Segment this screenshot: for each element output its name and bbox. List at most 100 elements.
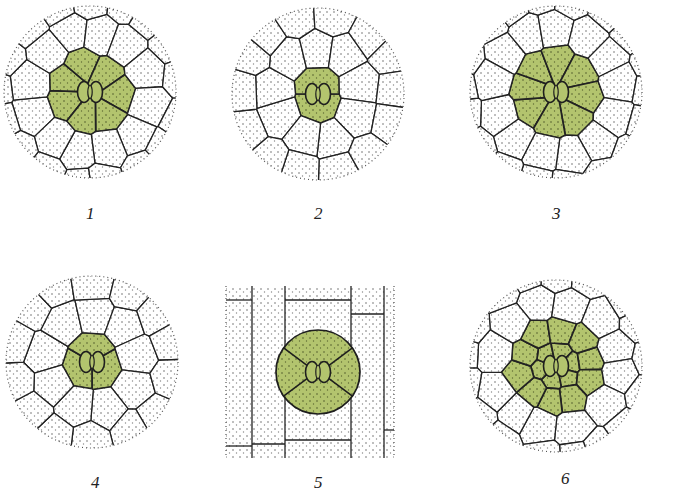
epidermal-cell [219,69,257,111]
field-outline [4,6,176,178]
epidermal-cell [188,154,267,224]
field-outline [232,8,404,180]
epidermal-cell [148,0,220,64]
epidermal-cell [91,129,127,168]
figure-number: 3 [552,205,561,222]
cell-wall [284,348,309,367]
epidermal-cell [0,362,34,404]
epidermal-cell [426,368,482,425]
epidermal-cell [506,164,553,222]
epidermal-cell [426,236,520,313]
epidermal-cell [548,169,596,222]
epidermal-cell [0,437,63,492]
epidermal-cell [157,414,222,492]
epidermal-cell [4,0,74,27]
epidermal-cell [133,232,220,295]
epidermal-cell [188,90,232,139]
epidermal-cell [0,152,67,222]
epidermal-cell [163,44,220,98]
epidermal-cell [0,273,13,336]
epidermal-cell [632,324,676,382]
epidermal-cell [0,130,38,222]
epidermis [0,232,222,492]
guard-cells [306,84,331,105]
field-outline [6,276,178,448]
epidermal-cell [0,333,5,372]
figure-number: 4 [91,474,100,491]
subsidiary-cell [276,330,360,414]
cell-wall [285,299,351,300]
guard-cells [306,362,331,383]
epidermal-cell [297,0,350,4]
cell-wall [351,313,384,314]
field-outline [225,286,226,458]
stomatal-pore [88,86,92,99]
cell-wall [226,299,252,300]
epidermal-cell [603,407,676,496]
epidermal-cell [173,288,222,344]
epidermal-cell [348,133,394,175]
epidermal-cell [611,134,676,222]
epidermal-cell [426,7,485,74]
epidermal-cell [71,266,115,300]
epidermal-cell [407,47,448,100]
epidermal-cell [88,163,140,222]
stoma-figure [188,0,448,224]
epidermal-cell [121,434,198,492]
stomatal-pore [316,366,320,379]
epidermal-cell [609,0,676,55]
epidermal-cell [555,0,608,20]
epidermal-cell [426,327,479,369]
epidermal-cell [426,259,490,343]
epidermal-cell [246,177,301,224]
epidermal-cell [188,0,247,58]
epidermal-cell [227,109,268,153]
cell-wall [384,429,394,430]
epidermal-cell [172,389,222,449]
epidermal-cell [291,181,339,224]
cell-wall [327,348,352,367]
cell-wall [226,445,252,446]
figure-number: 2 [314,205,323,222]
epidermal-cell [272,0,315,39]
epidermal-cell [0,0,27,76]
guard-cells [544,356,569,377]
epidermal-cell [110,409,150,454]
epidermal-cell [158,98,220,168]
figure-number: 1 [86,205,95,222]
cell-wall [327,377,352,396]
epidermis [188,0,448,224]
epidermal-cell [188,122,242,189]
epidermal-cell [362,0,446,28]
epidermal-cell [0,232,34,308]
stomatal-pore [554,360,558,373]
epidermal-cell [55,232,99,277]
epidermis [0,0,220,222]
epidermal-cell [629,19,676,77]
epidermal-cell [34,272,75,308]
epidermal-cell [94,232,149,276]
epidermal-cell [45,168,97,222]
epidermis [426,0,676,222]
epidermal-cell [179,341,222,394]
epidermal-cell [120,150,213,222]
cell-wall [285,439,351,440]
stomatal-pore [316,88,320,101]
epidermal-cell [66,0,113,20]
epidermal-cell [426,397,498,482]
epidermal-cell [502,440,563,496]
epidermal-cell [625,375,676,439]
epidermal-cell [571,236,642,299]
epidermal-cell [541,236,575,293]
figure-number: 5 [314,474,323,491]
epidermal-cell [87,448,135,492]
epidermal-cell [598,62,637,102]
stoma-figure [426,0,676,222]
epidermal-cell [149,323,194,360]
stomatal-pore [554,86,558,99]
epidermal-cell [511,0,558,15]
guard-cells [80,352,105,373]
stoma-figure [0,232,222,492]
subsidiary-cell [559,385,587,413]
